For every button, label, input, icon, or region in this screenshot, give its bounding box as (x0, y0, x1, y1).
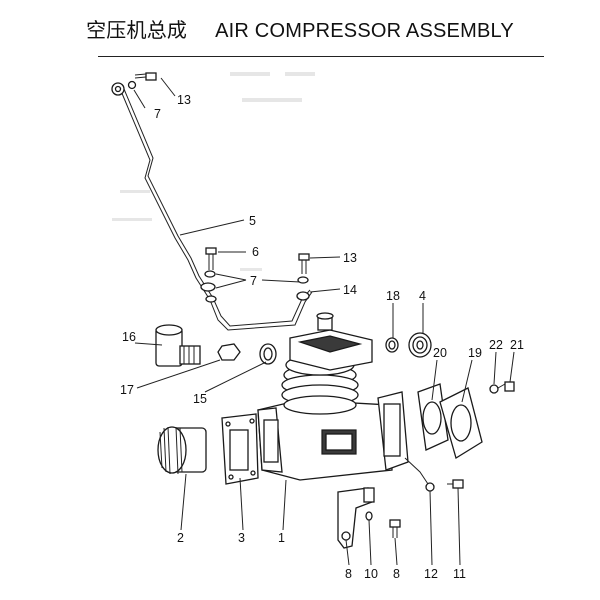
callout-8-bracket: 8 (345, 567, 352, 581)
part-20-gasket (417, 383, 449, 451)
part-8-bracket (337, 487, 375, 549)
bolt-6 (205, 247, 217, 270)
part-17-nut (217, 343, 241, 361)
callout-16: 16 (122, 330, 136, 344)
callout-18: 18 (386, 289, 400, 303)
callout-3: 3 (238, 531, 245, 545)
callout-15: 15 (193, 392, 207, 406)
callout-7-top: 7 (154, 107, 161, 121)
part-18-ring (385, 337, 399, 353)
title-underline (98, 56, 544, 57)
part-8-bolt (389, 519, 401, 538)
callout-22: 22 (489, 338, 503, 352)
callout-20: 20 (433, 346, 447, 360)
washer-7-top (127, 80, 137, 90)
part-5-pipe (111, 82, 313, 331)
callout-21: 21 (510, 338, 524, 352)
callout-13-top: 13 (177, 93, 191, 107)
callout-14: 14 (343, 283, 357, 297)
callout-7-middle: 7 (250, 274, 257, 288)
part-3-gasket (221, 413, 259, 485)
part-16-elbow (155, 324, 201, 367)
leader-lines (133, 77, 515, 566)
title-chinese: 空压机总成 (86, 18, 188, 42)
washers-7-middle (200, 270, 217, 303)
background-smudges (112, 72, 315, 271)
bolt-13-middle (297, 253, 310, 284)
part-12-washer (425, 482, 435, 492)
part-21-bolt (497, 381, 515, 392)
callout-11: 11 (453, 567, 466, 581)
callout-5: 5 (249, 214, 256, 228)
title-english: AIR COMPRESSOR ASSEMBLY (215, 20, 514, 42)
bolt-13-top (134, 72, 157, 81)
part-10-washer (365, 511, 373, 521)
part-2-gear (157, 426, 207, 475)
part-22-washer (489, 384, 499, 394)
callout-labels: 13 7 5 6 7 13 14 18 4 16 20 19 22 21 17 … (120, 93, 524, 581)
part-1-compressor (257, 312, 409, 481)
callout-6: 6 (252, 245, 259, 259)
callout-8-bolt: 8 (393, 567, 400, 581)
callout-12: 12 (424, 567, 438, 581)
part-19-cover (439, 387, 483, 460)
callout-2: 2 (177, 531, 184, 545)
washer-14 (296, 291, 310, 301)
part-11-bolt (447, 479, 464, 489)
callout-10: 10 (364, 567, 378, 581)
callout-17: 17 (120, 383, 134, 397)
page-title: 空压机总成 AIR COMPRESSOR ASSEMBLY (0, 14, 600, 43)
part-4-fitting (408, 332, 432, 358)
callout-13-middle: 13 (343, 251, 357, 265)
part-15-ring (259, 343, 277, 365)
callout-1: 1 (278, 531, 285, 545)
callout-19: 19 (468, 346, 482, 360)
callout-4: 4 (419, 289, 426, 303)
